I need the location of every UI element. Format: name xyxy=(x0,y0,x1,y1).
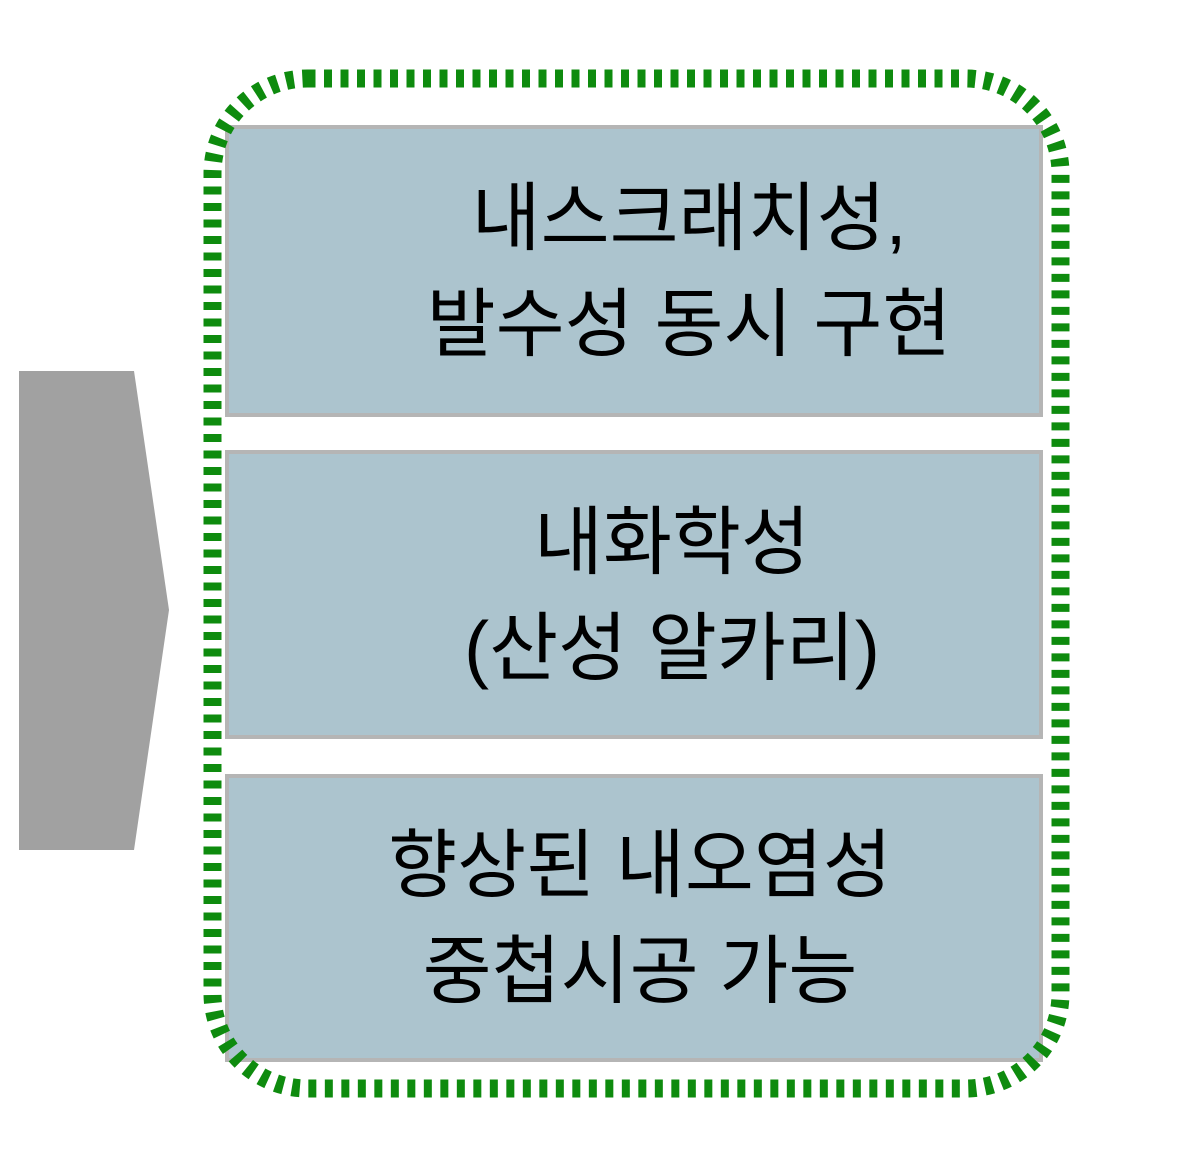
feature-box-1-line-2: 발수성 동시 구현 xyxy=(426,282,952,366)
feature-box-2-line-1: 내화학성 xyxy=(533,499,810,584)
feature-box-3-line-1: 향상된 내오염성 xyxy=(388,823,892,907)
feature-box-3-line-2: 중첩시공 가능 xyxy=(422,929,858,1013)
right-arrow-shape xyxy=(19,371,169,850)
feature-box-1-line-1: 내스크래치성, xyxy=(471,176,907,260)
feature-box-2-line-2: (산성 알카리) xyxy=(464,605,880,690)
feature-box-stain-overlap: 향상된 내오염성 중첩시공 가능 xyxy=(225,774,1043,1062)
feature-box-scratch-water: 내스크래치성, 발수성 동시 구현 xyxy=(225,125,1043,417)
feature-box-chemical: 내화학성 (산성 알카리) xyxy=(225,450,1043,739)
